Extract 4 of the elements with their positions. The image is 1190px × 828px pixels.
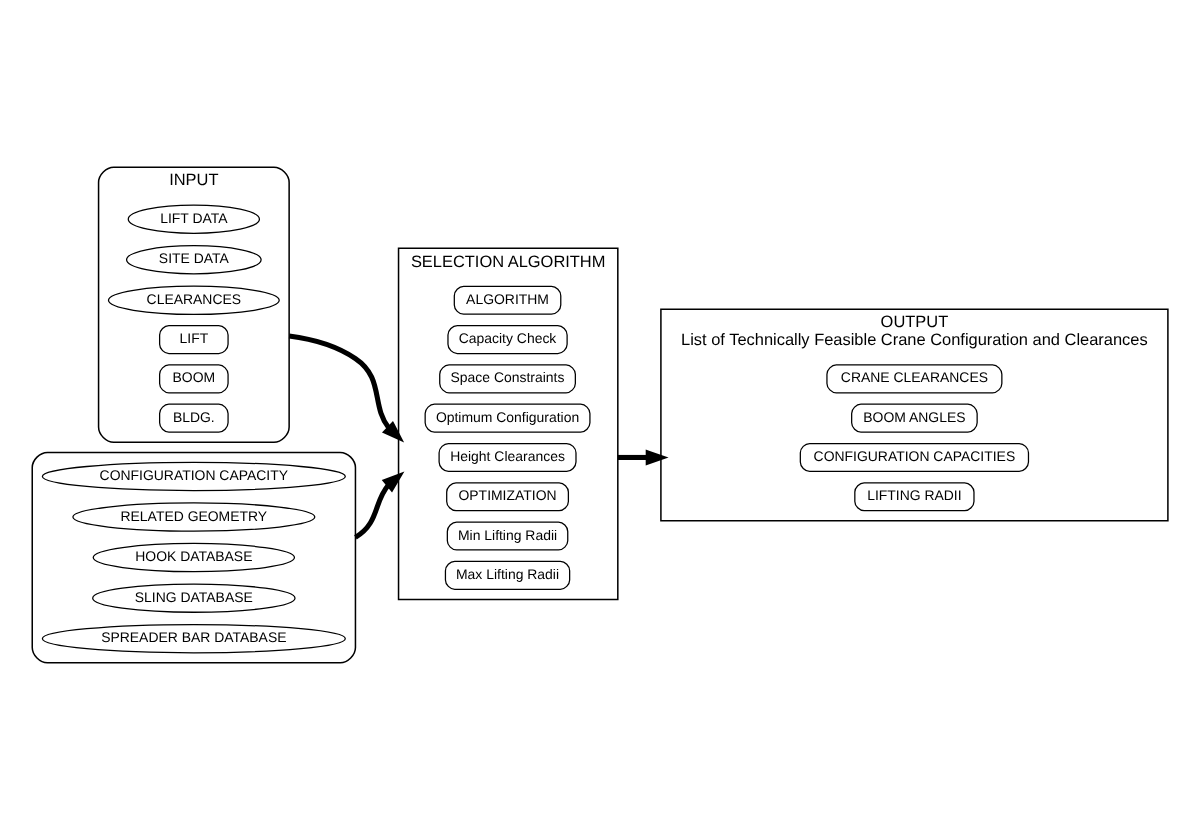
cluster [31,450,357,663]
arrow [617,448,669,465]
arrow [288,332,405,442]
arrow [354,470,405,539]
